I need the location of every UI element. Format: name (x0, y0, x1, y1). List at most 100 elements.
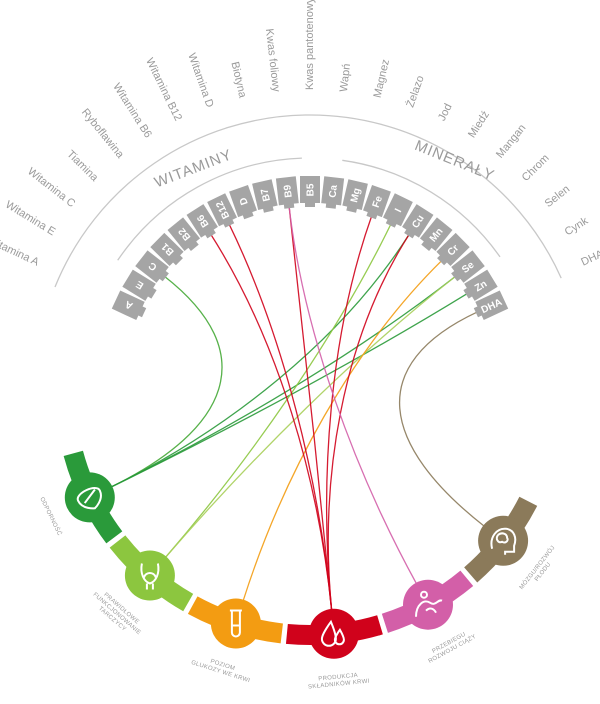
nutrient-name: Jod (436, 102, 455, 123)
category-caption-pregnancy: PRZEBIEGUROZWOJU CIĄŻY (424, 628, 477, 665)
nutrient-name: Kwas pantotenowy (304, 0, 316, 90)
nutrient-name: Witamina A (0, 234, 41, 269)
minerals-title: MINERAŁY (412, 137, 497, 184)
nutrient-name: Żelazo (403, 74, 426, 109)
nutrient-name: Wapń (338, 63, 353, 93)
nutrient-name: Witamina C (25, 166, 77, 210)
nutrient-name: Magnez (372, 58, 392, 99)
tab-code: B7 (259, 187, 273, 202)
tab-mg: Mg (342, 179, 368, 213)
tab-shape (436, 232, 470, 267)
tab-a: A (111, 290, 147, 321)
nutrient-name: Witamina B6 (110, 81, 154, 140)
vitamins-arc (117, 157, 302, 261)
tab-code: I (393, 207, 404, 215)
tab-code: D (238, 196, 251, 206)
tab-se: Se (451, 250, 485, 283)
category-pregnancy (403, 579, 453, 630)
tab-shape (451, 250, 485, 283)
blood-drop-icon (320, 619, 345, 647)
nutrient-name: Cynk (563, 215, 591, 239)
caption-line: FUNKCJONOWANIE (92, 592, 142, 636)
tab-zn: Zn (463, 269, 498, 301)
tab-d: D (229, 184, 257, 220)
tab-b2: B2 (167, 217, 201, 251)
category-caption-glucose: POZIOMGLUKOZY WE KRWI (190, 653, 253, 684)
nutrient-name: Witamina B12 (143, 56, 184, 123)
tab-code: Mg (349, 187, 363, 204)
link-cr-glucose (242, 259, 443, 602)
tab-shape (167, 217, 201, 251)
tab-shape (363, 184, 391, 220)
test-tube-icon (229, 609, 242, 638)
nutrient-name: Witamina E (3, 199, 57, 239)
tab-shape (321, 176, 345, 209)
tab-e: E (122, 269, 157, 301)
vitamins-title: WITAMINY (152, 146, 235, 191)
tab-ca: Ca (321, 176, 345, 209)
tab-code: Ca (328, 184, 340, 198)
category-blood (308, 608, 359, 659)
tab-shape (229, 184, 257, 220)
tab-code: E (134, 278, 146, 291)
tab-shape (122, 269, 157, 301)
tab-code: B5 (306, 183, 317, 196)
link-se-thyroid (164, 275, 457, 559)
tab-shape (135, 250, 169, 283)
link-b9-blood (288, 206, 333, 611)
category-circle (308, 608, 359, 659)
tab-b7: B7 (252, 179, 278, 213)
link-dha-brain (398, 311, 486, 528)
thyroid-icon (140, 563, 160, 590)
nutrient-name: Mangan (494, 122, 528, 160)
link-cu-immunity (110, 233, 410, 488)
nutrient-name: Chrom (520, 152, 552, 184)
tab-shape (402, 204, 434, 239)
pregnancy-icon (415, 590, 443, 617)
category-caption-blood: PRODUKCJASKŁADNIKÓW KRWI (307, 672, 370, 691)
outer-arc (54, 114, 562, 288)
category-ring (63, 450, 538, 659)
nutrient-name: Biotyna (228, 61, 248, 100)
category-circle (403, 579, 453, 630)
nutrient-name: DHA (579, 248, 600, 269)
nutrient-name: Witamina D (185, 52, 215, 110)
tab-code: B9 (282, 184, 294, 198)
tab-shape (207, 193, 237, 228)
tab-b12: B12 (207, 193, 237, 228)
nutrient-name: Kwas foliowy (263, 28, 282, 93)
category-glucose (210, 598, 261, 649)
category-caption-immunity: ODPORNOŚĆ (38, 496, 64, 538)
tab-c: C (135, 250, 169, 283)
caption-line: ODPORNOŚĆ (38, 496, 64, 538)
category-brain (478, 515, 529, 566)
link-c-immunity (110, 275, 223, 488)
tab-dha: DHA (473, 290, 509, 321)
tab-cr: Cr (436, 232, 470, 267)
tab-shape (463, 269, 498, 301)
link-b12-blood (228, 223, 333, 611)
category-thyroid (124, 550, 175, 601)
tab-shape (342, 179, 368, 213)
tab-shape (383, 193, 413, 228)
tab-mn: Mn (419, 217, 453, 251)
tab-b1: B1 (150, 232, 184, 267)
link-b9-pregnancy (288, 206, 418, 585)
tab-b6: B6 (186, 204, 218, 239)
tab-shape (473, 290, 509, 321)
category-immunity (64, 472, 115, 523)
tab-shape (111, 290, 147, 321)
brain-icon (490, 527, 517, 555)
tab-code: A (124, 298, 135, 311)
tab-i: I (383, 193, 413, 228)
tab-shape (300, 176, 320, 207)
link-cu-blood (327, 233, 410, 611)
tab-shape (252, 179, 278, 213)
nutrient-name: Selen (543, 183, 573, 210)
caption-line: PRODUKCJA (318, 673, 358, 683)
category-circle (478, 515, 529, 566)
